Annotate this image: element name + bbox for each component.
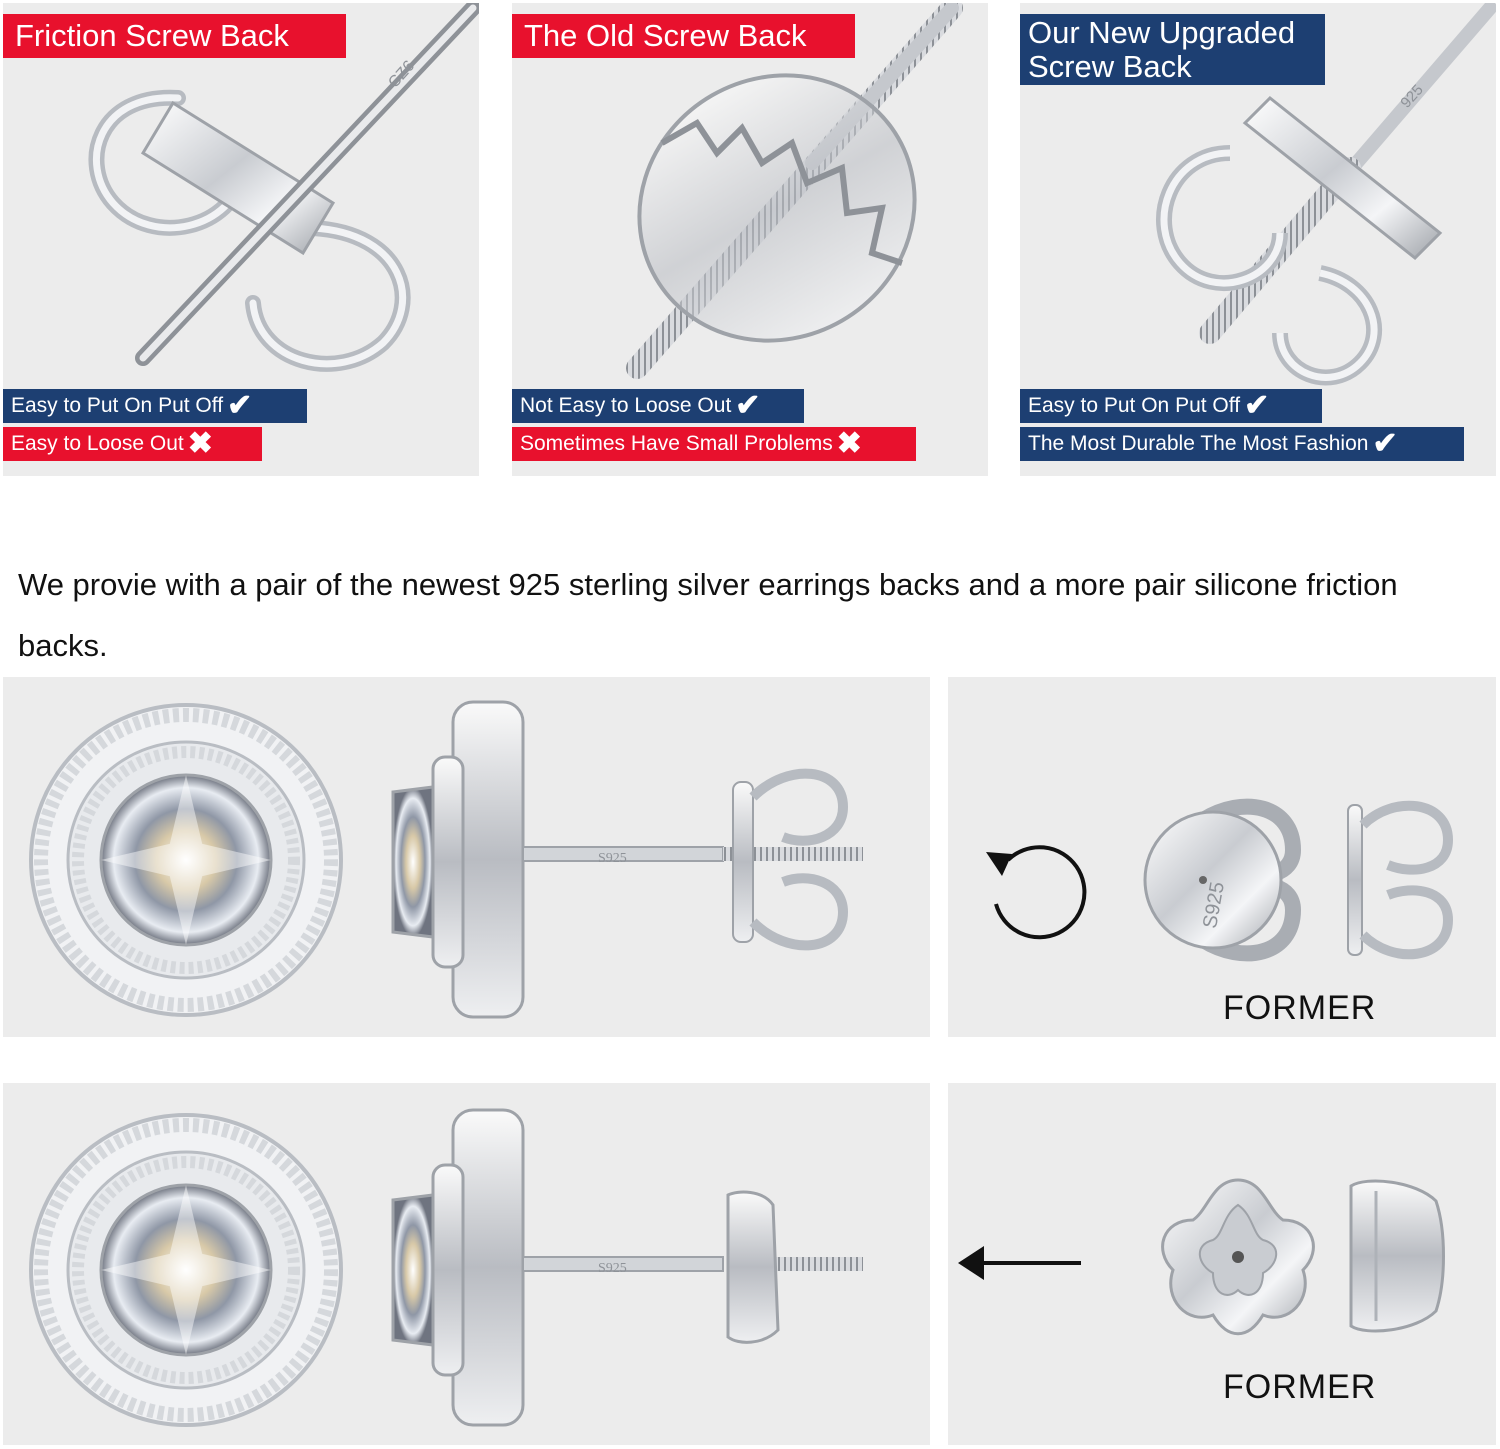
- former-friction-back-panel: S925 FORMER: [948, 677, 1496, 1037]
- old-screw-back-panel: The Old Screw Back Not Easy to Loose Out…: [512, 3, 988, 476]
- butterfly-back-image: S925: [1143, 798, 1454, 962]
- earring-bullet-back-panel: S925: [3, 1083, 930, 1445]
- con-note: Easy to Loose Out ✖: [3, 427, 262, 461]
- panel-title: Our New Upgraded Screw Back: [1020, 14, 1325, 85]
- check-icon: ✔: [1372, 427, 1398, 460]
- panel-title-line: Screw Back: [1028, 49, 1192, 84]
- halo-earring-side-image: S925: [391, 1108, 863, 1427]
- post-stamp-text: S925: [598, 851, 627, 866]
- new-screw-back-image: 925: [1156, 3, 1496, 386]
- left-arrow-icon: [958, 1246, 1081, 1280]
- earring-new-back-panel: S925: [3, 677, 930, 1037]
- note-text: Easy to Put On Put Off: [11, 394, 224, 417]
- note-text: Easy to Loose Out: [11, 432, 184, 455]
- panel-title: Friction Screw Back: [3, 14, 346, 58]
- check-icon: ✔: [227, 389, 253, 422]
- panel-title-line: Our New Upgraded: [1028, 15, 1296, 50]
- rotate-arrow-icon: [986, 845, 1087, 940]
- cross-icon: ✖: [836, 427, 862, 460]
- pro-note: Not Easy to Loose Out ✔: [512, 389, 804, 423]
- former-label: FORMER: [1223, 989, 1377, 1027]
- note-text: The Most Durable The Most Fashion: [1028, 432, 1369, 455]
- con-note: Sometimes Have Small Problems ✖: [512, 427, 916, 461]
- note-text: Easy to Put On Put Off: [1028, 394, 1241, 417]
- post-stamp-text: S925: [598, 1261, 627, 1276]
- halo-earring-front-image: [29, 1113, 343, 1427]
- former-label: FORMER: [1223, 1368, 1377, 1406]
- cross-icon: ✖: [187, 427, 213, 460]
- halo-earring-side-image: S925: [391, 700, 863, 1019]
- old-screw-back-image: [626, 3, 963, 379]
- friction-back-panel: CZ6 Friction Screw Back Easy to Put On P…: [3, 3, 479, 476]
- panel-title: The Old Screw Back: [512, 14, 855, 58]
- check-icon: ✔: [735, 389, 761, 422]
- friction-back-image: CZ6: [88, 3, 479, 372]
- pro-note: Easy to Put On Put Off ✔: [3, 389, 307, 423]
- note-text: Sometimes Have Small Problems: [520, 432, 833, 455]
- product-caption: We provie with a pair of the newest 925 …: [18, 567, 1398, 663]
- new-screw-back-panel: 925 Our New Upgraded Screw Back Easy to …: [1020, 3, 1496, 476]
- pro-note: The Most Durable The Most Fashion ✔: [1020, 427, 1464, 461]
- bullet-back-image: [1349, 1179, 1445, 1333]
- note-text: Not Easy to Loose Out: [520, 394, 732, 417]
- pro-note: Easy to Put On Put Off ✔: [1020, 389, 1322, 423]
- halo-earring-front-image: [29, 703, 343, 1017]
- flower-back-image: [1161, 1178, 1315, 1336]
- former-bullet-back-panel: FORMER: [948, 1083, 1496, 1445]
- check-icon: ✔: [1244, 389, 1270, 422]
